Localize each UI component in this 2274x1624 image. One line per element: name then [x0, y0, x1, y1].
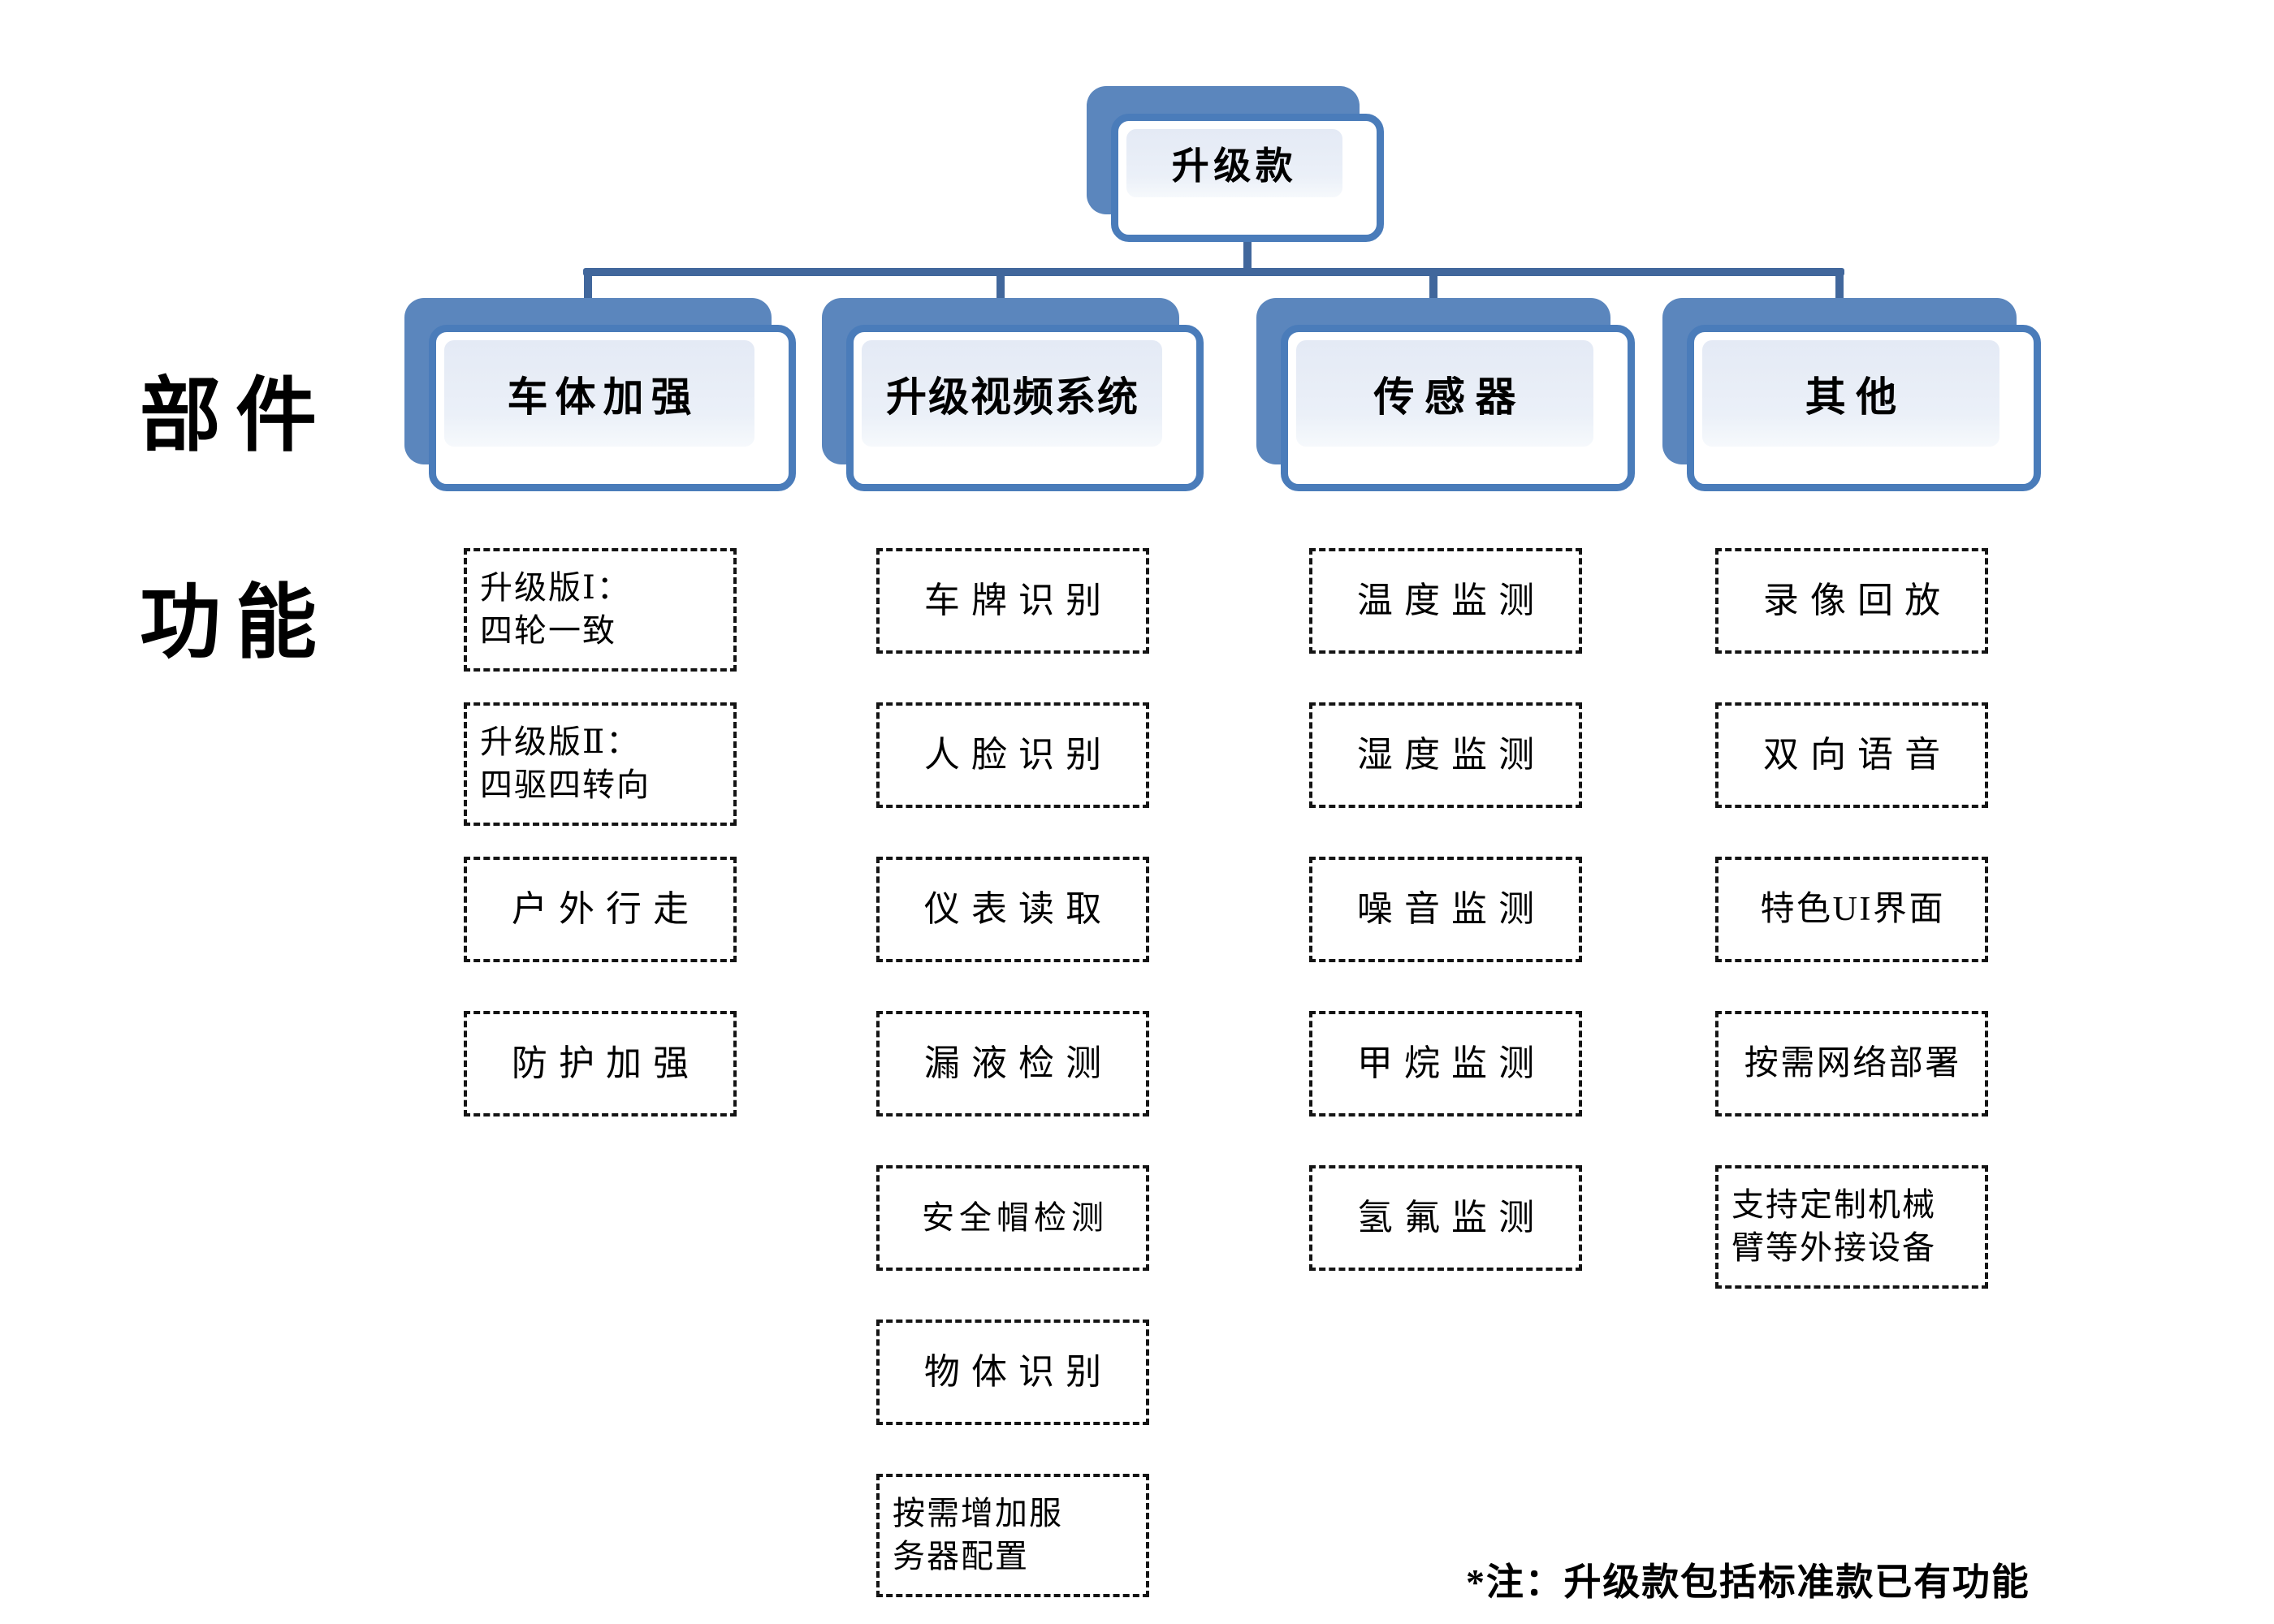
- feature-box-2-1: 车牌识别: [876, 548, 1149, 654]
- feature-box-4-2: 双向语音: [1715, 702, 1988, 808]
- row-label-functions: 功能: [140, 578, 331, 668]
- feature-label: 人脸识别: [923, 735, 1113, 775]
- feature-box-4-5: 支持定制机械臂等外接设备: [1715, 1165, 1988, 1289]
- feature-label: 户外行走: [511, 889, 701, 930]
- feature-label: 仪表读取: [923, 889, 1113, 930]
- feature-box-3-4: 甲烷监测: [1309, 1011, 1582, 1116]
- feature-box-2-5: 安全帽检测: [876, 1165, 1149, 1271]
- feature-box-1-3: 户外行走: [464, 857, 737, 962]
- feature-label: 臂等外接设备: [1731, 1229, 1936, 1266]
- feature-box-1-1: 升级版Ⅰ： 四轮一致: [464, 548, 737, 672]
- category-node-label: 升级视频系统: [886, 374, 1139, 420]
- feature-box-2-7: 按需增加服务器配置: [876, 1474, 1149, 1597]
- connector-stub-category-1: [584, 271, 592, 304]
- feature-box-2-3: 仪表读取: [876, 857, 1149, 962]
- feature-box-1-2: 升级版Ⅱ： 四驱四转向: [464, 702, 737, 826]
- category-node-panel: 车体加强: [444, 340, 754, 447]
- feature-box-3-5: 氢氟监测: [1309, 1165, 1582, 1271]
- category-node-box: 升级视频系统: [846, 325, 1204, 491]
- connector-stub-category-3: [1429, 271, 1437, 304]
- feature-box-4-4: 按需网络部署: [1715, 1011, 1988, 1116]
- category-node-panel: 升级视频系统: [862, 340, 1162, 447]
- feature-box-4-1: 录像回放: [1715, 548, 1988, 654]
- root-node-label: 升级款: [1171, 145, 1298, 187]
- connector-bus: [583, 268, 1844, 276]
- feature-label: 四驱四转向: [480, 767, 651, 803]
- category-node-panel: 传感器: [1296, 340, 1593, 447]
- feature-label: 务器配置: [893, 1538, 1029, 1574]
- connector-root-stub: [1243, 237, 1252, 274]
- category-node-label: 其他: [1805, 374, 1907, 420]
- feature-label: 特色UI界面: [1760, 890, 1945, 928]
- feature-box-2-2: 人脸识别: [876, 702, 1149, 808]
- category-node-box: 其他: [1687, 325, 2041, 491]
- feature-label: 升级版Ⅰ：: [480, 569, 631, 607]
- feature-box-3-1: 温度监测: [1309, 548, 1582, 654]
- feature-label: 录像回放: [1762, 581, 1952, 621]
- feature-label: 甲烷监测: [1356, 1043, 1546, 1084]
- feature-label: 升级版Ⅱ：: [480, 723, 641, 761]
- feature-label: 漏液检测: [923, 1043, 1113, 1084]
- feature-label: 温度监测: [1356, 581, 1546, 621]
- feature-label: 湿度监测: [1356, 735, 1546, 775]
- feature-label: 四轮一致: [480, 612, 616, 649]
- root-node-panel: 升级款: [1126, 129, 1342, 197]
- feature-label: 按需网络部署: [1744, 1044, 1961, 1082]
- category-node-label: 车体加强: [507, 374, 699, 420]
- feature-box-3-2: 湿度监测: [1309, 702, 1582, 808]
- category-node-box: 传感器: [1281, 325, 1635, 491]
- category-node-panel: 其他: [1702, 340, 1999, 447]
- feature-label: 安全帽检测: [922, 1199, 1109, 1236]
- feature-label: 物体识别: [923, 1352, 1113, 1393]
- category-node-box: 车体加强: [429, 325, 796, 491]
- connector-stub-category-2: [996, 271, 1005, 304]
- feature-box-2-6: 物体识别: [876, 1320, 1149, 1425]
- root-node-box: 升级款: [1111, 114, 1384, 242]
- feature-label: 双向语音: [1762, 735, 1952, 775]
- connector-stub-category-4: [1835, 271, 1844, 304]
- feature-label: 氢氟监测: [1356, 1198, 1546, 1238]
- feature-box-4-3: 特色UI界面: [1715, 857, 1988, 962]
- feature-box-2-4: 漏液检测: [876, 1011, 1149, 1116]
- feature-label: 噪音监测: [1356, 889, 1546, 930]
- feature-box-1-4: 防护加强: [464, 1011, 737, 1116]
- feature-box-3-3: 噪音监测: [1309, 857, 1582, 962]
- footnote: *注：升级款包括标准款已有功能: [1466, 1561, 2030, 1603]
- feature-label: 支持定制机械: [1731, 1186, 1936, 1224]
- row-label-parts: 部件: [140, 371, 331, 461]
- feature-label: 防护加强: [511, 1043, 701, 1084]
- feature-label: 车牌识别: [923, 581, 1113, 621]
- feature-label: 按需增加服: [893, 1495, 1063, 1532]
- category-node-label: 传感器: [1373, 374, 1526, 420]
